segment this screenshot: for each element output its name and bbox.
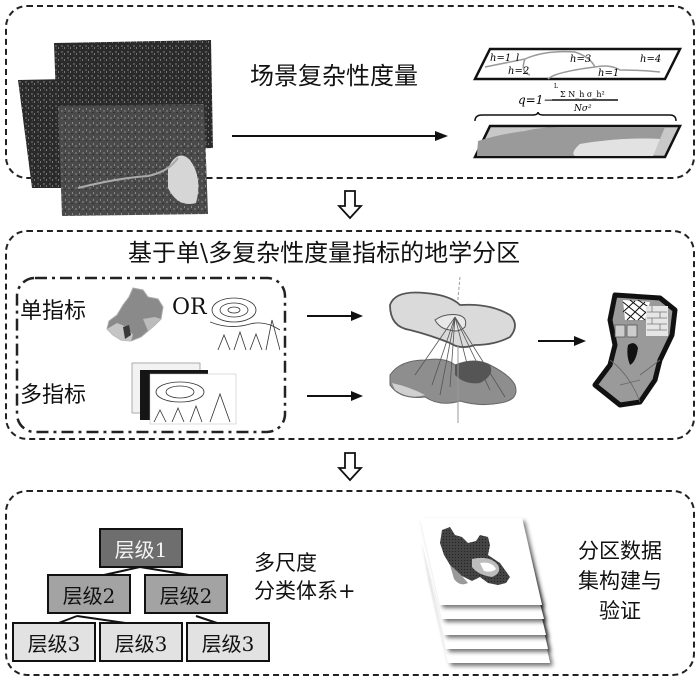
river-line [77, 157, 179, 189]
upper-strata-plane [472, 47, 683, 81]
layered-zoning-diagram [389, 276, 517, 423]
stage2-title: 基于单\多复杂性度量指标的地学分区 [128, 239, 521, 267]
hierarchy-level3-box: 层级3 [99, 622, 183, 662]
zone-label: h=3 [570, 54, 591, 65]
zone-label: h=2 [508, 66, 529, 77]
river-estuary [168, 155, 199, 204]
zoning-result-map [592, 292, 678, 408]
stage1-title: 场景复杂性度量 [250, 62, 418, 90]
stratum-light [573, 138, 660, 156]
hierarchy-level2-box: 层级2 [144, 574, 228, 614]
satellite-image-stack [18, 40, 213, 216]
dataset-label-line3: 验证 [599, 599, 641, 623]
stratified-heterogeneity-diagram: h=1 l h=2 h=3 h=4 h=1 q=1− L Σ N_h σ_h² … [472, 47, 683, 159]
scene-complexity-panel [5, 5, 695, 179]
geoscience-zoning-panel [5, 230, 695, 440]
dataset-label-line2: 集构建与 [578, 569, 662, 593]
classification-dataset-panel [5, 490, 695, 676]
hierarchy-level3-box: 层级3 [12, 622, 96, 662]
zone-label: l [516, 53, 519, 64]
zone-label: h=1 [490, 53, 511, 64]
formula-lhs: q=1− [518, 93, 553, 107]
formula-numerator: Σ N_h σ_h² [560, 90, 605, 99]
system-label-line1: 多尺度 [254, 551, 317, 575]
dataset-label-line1: 分区数据 [578, 539, 662, 563]
hierarchy-level3-box: 层级3 [186, 622, 270, 662]
zone-boundaries [484, 50, 661, 80]
multi-index-arrow [307, 391, 363, 401]
single-index-map [106, 287, 164, 342]
or-label: OR [172, 295, 207, 320]
multi-index-map-stack [131, 362, 237, 425]
down-arrow-icon [337, 190, 363, 220]
brace [474, 111, 677, 122]
multi-index-label: 多指标 [20, 383, 87, 408]
zone-label: h=1 [598, 68, 619, 79]
stage1-arrow [232, 131, 448, 141]
formula-sum-upper: L [554, 83, 558, 90]
zoning-result-arrow [538, 336, 586, 346]
contour-map [210, 290, 280, 352]
hierarchy-level1-box: 层级1 [99, 528, 183, 568]
dataset-sheet-stack [420, 518, 550, 663]
formula-denominator: Nσ² [573, 104, 592, 114]
single-index-arrow [307, 311, 363, 321]
zone-label: h=4 [640, 54, 661, 65]
system-label-line2: 分类体系+ [254, 579, 356, 603]
hierarchy-level2-box: 层级2 [47, 574, 131, 614]
single-index-label: 单指标 [20, 299, 87, 324]
stratum-dark [477, 127, 665, 156]
index-group-border [15, 276, 287, 434]
down-arrow-icon [337, 452, 363, 482]
